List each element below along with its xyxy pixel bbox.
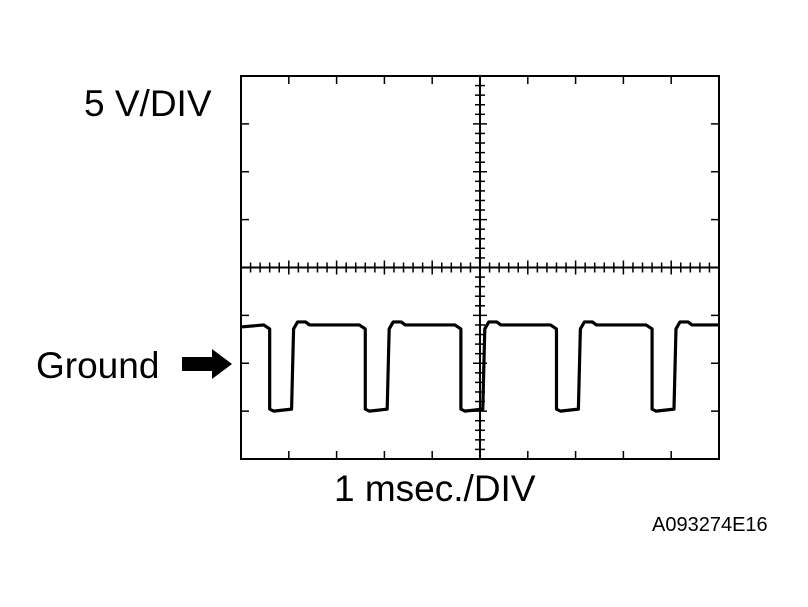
waveform-trace (240, 320, 719, 413)
ground-label: Ground (36, 345, 160, 386)
time-scale-label: 1 msec./DIV (334, 468, 536, 509)
voltage-scale-label: 5 V/DIV (84, 83, 212, 124)
figure-code: A093274E16 (652, 514, 768, 536)
arrow-right-icon (182, 349, 232, 379)
